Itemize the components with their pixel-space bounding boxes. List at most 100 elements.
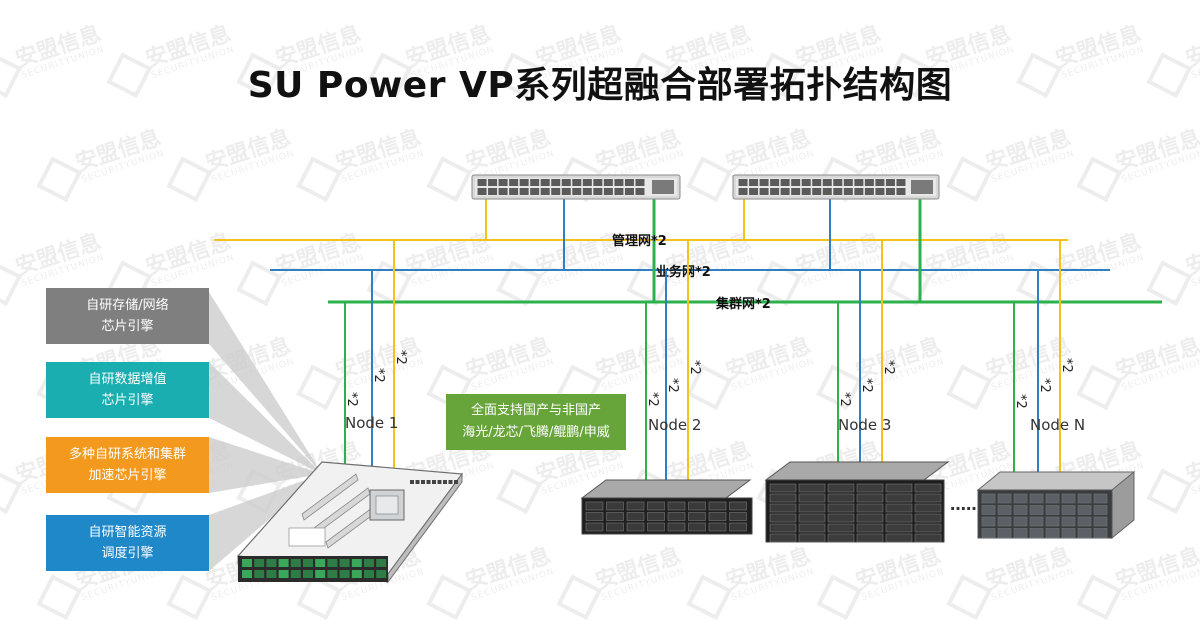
drive-bay xyxy=(1093,493,1108,504)
switch-port xyxy=(738,179,748,186)
switch-port xyxy=(812,188,822,195)
drive-bay xyxy=(364,570,374,578)
drive-bay xyxy=(1077,516,1092,527)
page-title: SU Power VP系列超融合部署拓扑结构图 xyxy=(247,65,953,106)
drive-bay xyxy=(856,503,884,513)
drive-bay xyxy=(606,512,624,521)
drive-bay xyxy=(254,570,265,578)
drive-bay xyxy=(769,483,797,493)
drive-bay xyxy=(667,522,686,532)
drive-bay xyxy=(647,522,665,532)
drive-bay xyxy=(769,533,797,543)
node-port xyxy=(415,480,420,484)
drive-bay xyxy=(1045,516,1060,527)
drive-bay xyxy=(1093,505,1108,515)
switch-port xyxy=(770,188,780,195)
switch-port xyxy=(624,188,634,195)
drive-bay xyxy=(981,516,996,527)
drive-bay xyxy=(827,483,855,493)
drive-bay xyxy=(1061,516,1076,527)
drive-bay xyxy=(997,516,1012,527)
drive-bay xyxy=(798,483,826,493)
node-port xyxy=(421,480,425,484)
feature-storage-network-engine: 自研存储/网络 芯片引擎 xyxy=(46,288,209,344)
more-nodes-ellipsis: …… xyxy=(950,495,982,514)
feature-fan-1 xyxy=(209,292,322,474)
business-network-label: 业务网*2 xyxy=(656,264,711,280)
node-3-server xyxy=(764,461,950,543)
drive-bay xyxy=(798,493,826,503)
drive-bay xyxy=(1013,516,1028,527)
drive-bay xyxy=(278,559,289,567)
drive-bay xyxy=(769,523,797,533)
network-switch-1 xyxy=(471,174,681,200)
drive-bay xyxy=(606,501,624,511)
switch-port xyxy=(540,188,550,195)
node-2-server xyxy=(580,479,753,535)
drive-bay xyxy=(688,501,706,511)
drive-bay xyxy=(242,570,252,578)
switch-port xyxy=(593,179,603,186)
node-port xyxy=(437,480,442,484)
drive-bay xyxy=(688,512,706,521)
switch-port xyxy=(791,179,801,186)
node-1-business-multiplier: *2 xyxy=(371,368,386,383)
node-2-business-multiplier: *2 xyxy=(665,378,680,393)
node-2-management-multiplier: *2 xyxy=(687,360,702,375)
switch-port xyxy=(551,188,561,195)
drive-bay xyxy=(769,513,797,523)
switch-port xyxy=(593,188,603,195)
drive-bay xyxy=(327,559,338,567)
node-n-business-multiplier: *2 xyxy=(1037,378,1052,393)
drive-bay xyxy=(1013,493,1028,504)
switch-uplink-port xyxy=(911,180,933,194)
feature-fan-3 xyxy=(209,437,322,493)
node-3-cluster-multiplier: *2 xyxy=(837,392,852,407)
drive-bay xyxy=(1013,505,1028,515)
drive-bay xyxy=(1045,505,1060,515)
cluster-network-label: 集群网*2 xyxy=(715,296,771,312)
switch-port xyxy=(833,188,843,195)
drive-bay xyxy=(914,483,942,493)
node-n-server xyxy=(976,470,1136,540)
node-port xyxy=(410,480,414,484)
drive-bay xyxy=(798,523,826,533)
drive-bay xyxy=(856,493,884,503)
switch-port xyxy=(801,188,811,195)
switch-port xyxy=(572,188,582,195)
switch-port xyxy=(770,179,780,186)
drive-bay xyxy=(1045,528,1060,538)
switch-port xyxy=(488,179,498,186)
drive-bay xyxy=(885,523,913,533)
drive-bay xyxy=(626,522,645,532)
switch-port xyxy=(635,179,645,186)
feature-resource-scheduling-engine: 自研智能资源 调度引擎 xyxy=(46,515,209,571)
switch-port xyxy=(843,179,853,186)
drive-bay xyxy=(315,570,326,578)
switch-port xyxy=(759,179,769,186)
drive-bay xyxy=(1029,505,1044,515)
node-2-cluster-multiplier: *2 xyxy=(645,392,660,407)
drive-bay xyxy=(351,559,362,567)
drive-bay xyxy=(290,570,301,578)
drive-bay xyxy=(914,533,942,543)
drive-bay xyxy=(667,501,686,511)
switch-port xyxy=(498,188,508,195)
drive-bay xyxy=(626,512,645,521)
feature-fan-2 xyxy=(209,362,322,474)
drive-bay xyxy=(278,570,289,578)
drive-bay xyxy=(729,522,747,532)
drive-bay xyxy=(769,503,797,513)
node-port xyxy=(432,480,436,484)
node-port xyxy=(448,480,453,484)
drive-bay xyxy=(1013,528,1028,538)
drive-bay xyxy=(1093,516,1108,527)
feature-system-cluster-acceleration-engine: 多种自研系统和集群 加速芯片引擎 xyxy=(46,437,209,493)
drive-bay xyxy=(667,512,686,521)
drive-bay xyxy=(303,570,313,578)
switch-port xyxy=(801,179,811,186)
node-3-management-multiplier: *2 xyxy=(881,360,896,375)
drive-bay xyxy=(856,483,884,493)
drive-bay xyxy=(981,505,996,515)
